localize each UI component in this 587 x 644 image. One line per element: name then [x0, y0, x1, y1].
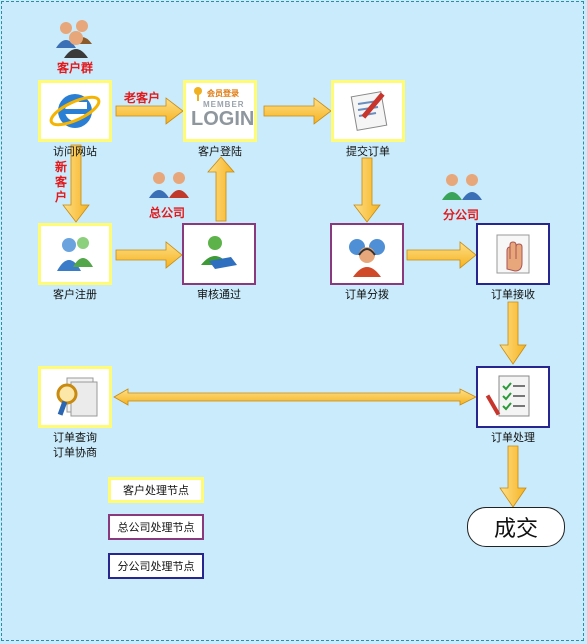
legend-branch: 分公司处理节点 — [108, 553, 204, 579]
key-icon — [194, 87, 202, 101]
label-submit-order: 提交订单 — [346, 145, 390, 158]
arrow-register-to-review — [115, 241, 183, 269]
label-query-line1: 订单查询 — [53, 431, 97, 444]
arrow-login-to-submit — [263, 97, 332, 125]
node-done[interactable]: 成交 — [467, 507, 565, 547]
arrow-dispatch-to-receive — [406, 241, 477, 269]
arrow-query-process — [113, 388, 477, 406]
node-login[interactable]: 会员登录 MEMBER LOGIN — [183, 80, 257, 142]
arrow-review-to-login — [207, 156, 235, 222]
users-icon — [57, 237, 93, 271]
tag-new-customer: 新 客 户 — [55, 160, 68, 204]
arrow-receive-to-process — [499, 301, 527, 365]
handshake-icon — [201, 236, 237, 269]
people-icon — [56, 20, 92, 58]
tag-customers: 客户群 — [57, 61, 94, 75]
node-dispatch[interactable] — [330, 223, 404, 285]
tag-old-customer: 老客户 — [124, 91, 161, 105]
label-review: 审核通过 — [197, 288, 241, 301]
label-register: 客户注册 — [53, 288, 97, 301]
label-visit-site: 访问网站 — [53, 145, 97, 158]
node-register[interactable] — [38, 223, 112, 285]
arrow-visit-to-login — [115, 97, 184, 125]
label-dispatch: 订单分拨 — [345, 288, 389, 301]
label-login: 客户登陆 — [198, 145, 242, 158]
people-icon — [149, 172, 189, 198]
tag-branch: 分公司 — [443, 208, 480, 222]
search-document-icon — [56, 377, 98, 417]
arrow-process-to-done — [499, 445, 527, 508]
tag-hq: 总公司 — [149, 206, 186, 220]
login-logo-top: 会员登录 — [207, 89, 239, 98]
arrow-visit-to-register — [62, 144, 90, 223]
node-process[interactable] — [476, 366, 550, 428]
legend-customer: 客户处理节点 — [108, 477, 204, 503]
legend-hq: 总公司处理节点 — [108, 514, 204, 540]
node-review[interactable] — [182, 223, 256, 285]
label-process: 订单处理 — [491, 431, 535, 444]
people-icon — [442, 174, 482, 200]
login-logo-main: LOGIN — [191, 108, 255, 130]
node-query[interactable] — [38, 366, 112, 428]
label-receive: 订单接收 — [491, 288, 535, 301]
node-receive[interactable] — [476, 223, 550, 285]
ie-icon — [49, 94, 101, 128]
node-visit-site[interactable] — [38, 80, 112, 142]
arrow-submit-to-dispatch — [353, 157, 381, 223]
document-pen-icon — [350, 91, 388, 131]
call-center-icon — [349, 239, 385, 277]
login-icon: 会员登录 MEMBER LOGIN — [189, 86, 255, 136]
label-query-line2: 订单协商 — [53, 446, 97, 459]
hand-document-icon — [496, 234, 530, 274]
checklist-icon — [485, 375, 530, 417]
login-logo-mid: MEMBER — [203, 100, 245, 109]
node-submit-order[interactable] — [331, 80, 405, 142]
